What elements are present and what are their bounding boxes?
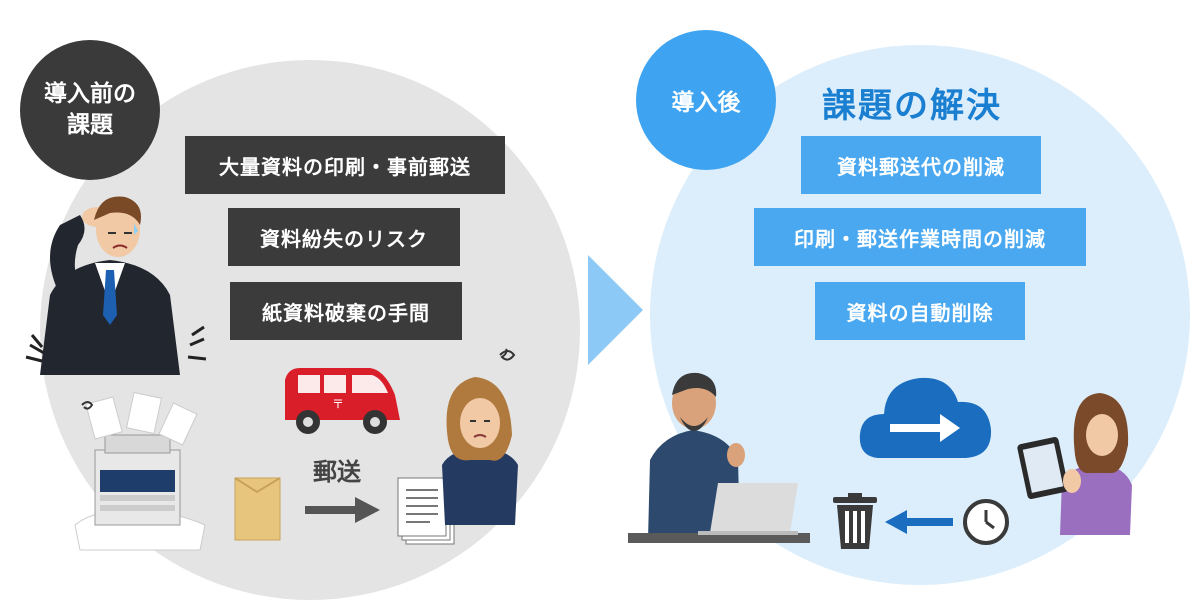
- stressed-businessman-illustration: [25, 196, 207, 375]
- man-with-laptop-illustration: [628, 372, 810, 543]
- clock-icon: [963, 499, 1009, 545]
- before-badge: 導入前の 課題: [20, 40, 160, 180]
- after-heading: 課題の解決: [822, 86, 1002, 126]
- left-arrow-icon: [885, 510, 953, 534]
- copier-machine-illustration: [74, 391, 206, 551]
- transition-arrow-icon: [588, 255, 643, 365]
- svg-text:〒: 〒: [332, 397, 344, 411]
- solution-box-1: 資料郵送代の削減: [801, 136, 1041, 194]
- cloud-upload-icon: [859, 377, 992, 458]
- document-stack-icon: [397, 477, 455, 545]
- before-badge-line2: 課題: [67, 112, 113, 138]
- envelope-icon: [234, 477, 281, 541]
- mail-label: 郵送: [313, 458, 361, 486]
- after-badge: 導入後: [636, 30, 776, 170]
- worried-woman-illustration: [442, 348, 518, 525]
- right-arrow-icon: [305, 497, 380, 523]
- delivery-van-illustration: 〒: [285, 368, 400, 434]
- woman-with-tablet-illustration: [1017, 393, 1132, 535]
- before-badge-line1: 導入前の: [44, 80, 136, 107]
- solution-box-3: 資料の自動削除: [815, 282, 1025, 340]
- trash-can-icon: [833, 493, 877, 549]
- problem-box-1: 大量資料の印刷・事前郵送: [185, 136, 505, 194]
- problem-box-3: 紙資料破棄の手間: [230, 282, 462, 340]
- problem-box-2: 資料紛失のリスク: [228, 208, 460, 266]
- solution-box-2: 印刷・郵送作業時間の削減: [754, 208, 1086, 266]
